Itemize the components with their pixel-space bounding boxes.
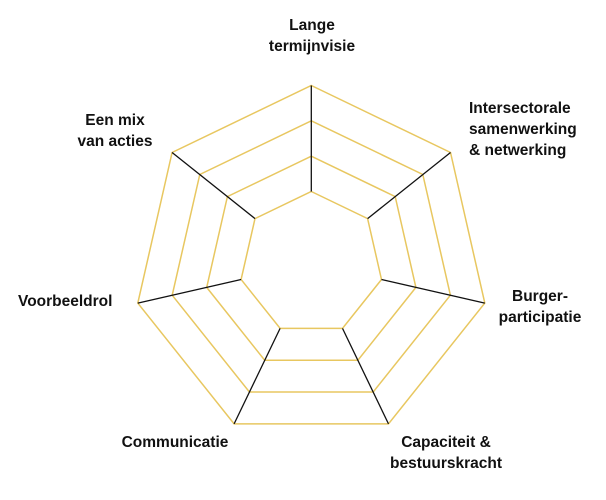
axis-label-line: Communicatie	[121, 434, 229, 451]
radar-spoke-capaciteit-bestuurskracht	[341, 328, 390, 425]
axis-label-line: & netwerking	[469, 142, 567, 159]
radar-ring	[136, 84, 486, 425]
radar-rings	[136, 84, 486, 425]
axis-label-communicatie: Communicatie	[122, 432, 229, 453]
radar-ring	[205, 155, 417, 361]
axis-label-intersectorale-samenwerking: Intersectorale samenwerking & netwerking	[469, 98, 577, 161]
radar-spoke-burgerparticipatie	[381, 278, 485, 304]
axis-label-burgerparticipatie: Burger- participatie	[499, 286, 582, 328]
axis-label-line: Lange	[289, 17, 335, 34]
axis-label-line: termijnvisie	[268, 38, 356, 55]
axis-label-line: samenwerking	[469, 121, 577, 138]
axis-label-lange-termijnvisie: Lange termijnvisie	[269, 15, 355, 57]
axis-label-line: van acties	[77, 133, 153, 150]
axis-label-line: Voorbeeldrol	[18, 293, 113, 310]
radar-spokes	[137, 85, 485, 425]
axis-label-capaciteit-bestuurskracht: Capaciteit & bestuurskracht	[390, 432, 502, 474]
radar-spoke-een-mix-van-acties	[171, 151, 256, 220]
axis-label-line: bestuurskracht	[390, 455, 502, 472]
radar-spoke-intersectorale-samenwerking	[367, 151, 451, 220]
axis-label-voorbeeldrol: Voorbeeldrol	[18, 291, 112, 312]
axis-label-line: Burger-	[512, 288, 568, 305]
radar-spoke-communicatie	[233, 328, 281, 425]
axis-label-line: Capaciteit &	[401, 434, 491, 451]
axis-label-line: participatie	[498, 309, 582, 326]
axis-label-line: Een mix	[85, 112, 145, 129]
radar-ring	[171, 119, 452, 393]
radar-spoke-voorbeeldrol	[137, 278, 242, 304]
axis-label-een-mix-van-acties: Een mix van acties	[78, 110, 153, 152]
radar-ring	[240, 190, 383, 330]
axis-label-line: Intersectorale	[469, 100, 571, 117]
